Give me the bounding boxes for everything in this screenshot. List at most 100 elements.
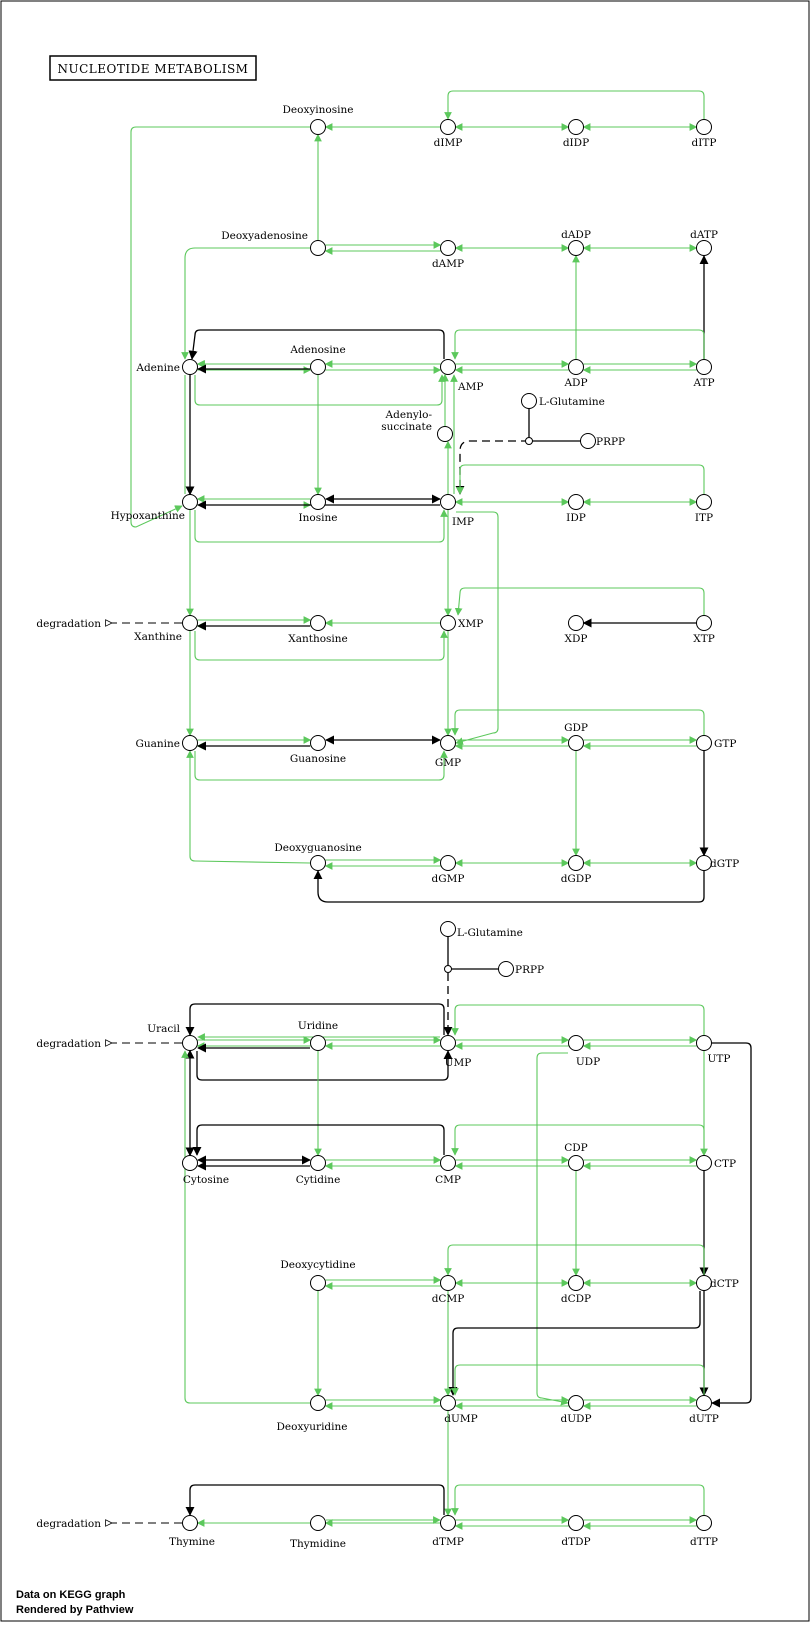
compound-node-adp[interactable]	[568, 359, 584, 375]
compound-node-ctp[interactable]	[696, 1155, 712, 1171]
reaction-edge	[196, 1050, 453, 1081]
compound-node-thymidine[interactable]	[310, 1515, 326, 1531]
compound-label-utp: UTP	[708, 1053, 731, 1065]
compound-node-dtdp[interactable]	[568, 1515, 584, 1531]
footer-line-2: Rendered by Pathview	[16, 1604, 134, 1616]
compound-label-xdp: XDP	[565, 633, 588, 645]
compound-node-deoxyuridine[interactable]	[310, 1395, 326, 1411]
compound-node-imp[interactable]	[440, 494, 456, 510]
compound-node-deoxyguanosine[interactable]	[310, 855, 326, 871]
compound-node-hypoxanthine[interactable]	[182, 494, 198, 510]
compound-node-dadp[interactable]	[568, 240, 584, 256]
compound-node-itp[interactable]	[696, 494, 712, 510]
compound-node-gmp[interactable]	[440, 735, 456, 751]
compound-node-datp[interactable]	[696, 240, 712, 256]
compound-label-adp: ADP	[563, 377, 587, 389]
compound-node-prpp1[interactable]	[580, 433, 596, 449]
compound-node-deoxycytidine[interactable]	[310, 1275, 326, 1291]
compound-node-prpp2[interactable]	[498, 961, 514, 977]
edges-layer	[112, 90, 752, 1530]
compound-node-idp[interactable]	[568, 494, 584, 510]
compound-node-utp[interactable]	[696, 1035, 712, 1051]
reaction-edge	[185, 1003, 445, 1036]
compound-label-uracil: Uracil	[147, 1023, 180, 1035]
compound-node-dttp[interactable]	[696, 1515, 712, 1531]
compound-node-deoxyinosine[interactable]	[310, 119, 326, 135]
compound-label-dutp: dUTP	[689, 1413, 719, 1425]
compound-label-prpp1: PRPP	[596, 436, 625, 448]
compound-node-cytosine[interactable]	[182, 1155, 198, 1171]
reaction-edge	[451, 1484, 705, 1516]
compound-label-lglutamine2: L-Glutamine	[457, 927, 523, 939]
compound-label-itp: ITP	[695, 512, 713, 524]
compound-node-cdp[interactable]	[568, 1155, 584, 1171]
reaction-edge	[456, 464, 705, 495]
compound-label-guanosine: Guanosine	[290, 753, 346, 765]
compound-node-adenine[interactable]	[182, 359, 198, 375]
compound-label-damp: dAMP	[432, 258, 464, 270]
compound-node-ditp[interactable]	[696, 119, 712, 135]
compound-node-amp[interactable]	[440, 359, 456, 375]
title-box	[49, 55, 257, 81]
compound-node-dimp[interactable]	[440, 119, 456, 135]
compound-label-inosine: Inosine	[299, 512, 338, 524]
compound-node-dump[interactable]	[440, 1395, 456, 1411]
compound-label-amp: AMP	[457, 381, 483, 393]
compound-node-dtmp[interactable]	[440, 1515, 456, 1531]
degradation-label: degradation	[36, 1518, 101, 1530]
compound-node-xmp[interactable]	[440, 615, 456, 631]
reaction-edge	[185, 1484, 445, 1516]
compound-node-xdp[interactable]	[568, 615, 584, 631]
compound-node-xanthine[interactable]	[182, 615, 198, 631]
reaction-edge	[451, 1364, 705, 1396]
reaction-edge	[192, 1124, 445, 1156]
compound-node-dgmp[interactable]	[440, 855, 456, 871]
compound-node-xanthosine[interactable]	[310, 615, 326, 631]
compound-node-thymine[interactable]	[182, 1515, 198, 1531]
compound-node-lglutamine1[interactable]	[521, 393, 537, 409]
compound-node-adenosine[interactable]	[310, 359, 326, 375]
reaction-edge	[188, 329, 445, 360]
compound-node-atp[interactable]	[696, 359, 712, 375]
compound-node-ump[interactable]	[440, 1035, 456, 1051]
compound-node-dctp[interactable]	[696, 1275, 712, 1291]
compound-label-imp: IMP	[452, 516, 474, 528]
compound-node-adenylosuccinate[interactable]	[437, 426, 453, 442]
compound-node-dutp[interactable]	[696, 1395, 712, 1411]
reaction-edge	[451, 709, 705, 736]
compound-label-dudp: dUDP	[560, 1413, 591, 1425]
reaction-edge	[451, 1124, 705, 1156]
compound-label-cytosine: Cytosine	[183, 1174, 229, 1186]
reaction-edge	[130, 126, 310, 528]
compound-node-udp[interactable]	[568, 1035, 584, 1051]
compound-node-uridine[interactable]	[310, 1035, 326, 1051]
compound-node-dudp[interactable]	[568, 1395, 584, 1411]
compound-node-inosine[interactable]	[310, 494, 326, 510]
compound-node-deoxyadenosine[interactable]	[310, 240, 326, 256]
compound-label-ump: UMP	[445, 1057, 472, 1069]
compound-node-dgdp[interactable]	[568, 855, 584, 871]
compound-node-dcdp[interactable]	[568, 1275, 584, 1291]
reaction-edge	[451, 1004, 705, 1036]
compound-node-gtp[interactable]	[696, 735, 712, 751]
compound-node-cmp[interactable]	[440, 1155, 456, 1171]
compound-node-didp[interactable]	[568, 119, 584, 135]
compound-label-atp: ATP	[692, 377, 714, 389]
compound-node-guanine[interactable]	[182, 735, 198, 751]
compound-node-uracil[interactable]	[182, 1035, 198, 1051]
compound-label-guanine: Guanine	[135, 738, 180, 750]
compound-node-damp[interactable]	[440, 240, 456, 256]
compound-node-gdp[interactable]	[568, 735, 584, 751]
compound-node-lglutamine2[interactable]	[440, 921, 456, 937]
compound-label-dgtp: dGTP	[710, 858, 739, 870]
compound-node-xtp[interactable]	[696, 615, 712, 631]
compound-label-xtp: XTP	[693, 633, 715, 645]
compound-node-dgtp[interactable]	[696, 855, 712, 871]
degradation-label: degradation	[36, 1038, 101, 1050]
compound-node-cytidine[interactable]	[310, 1155, 326, 1171]
compound-label-adenosine: Adenosine	[289, 344, 345, 356]
compound-label-adenylosuccinate: Adenylo-succinate	[381, 409, 432, 433]
compound-node-guanosine[interactable]	[310, 735, 326, 751]
compound-node-dcmp[interactable]	[440, 1275, 456, 1291]
